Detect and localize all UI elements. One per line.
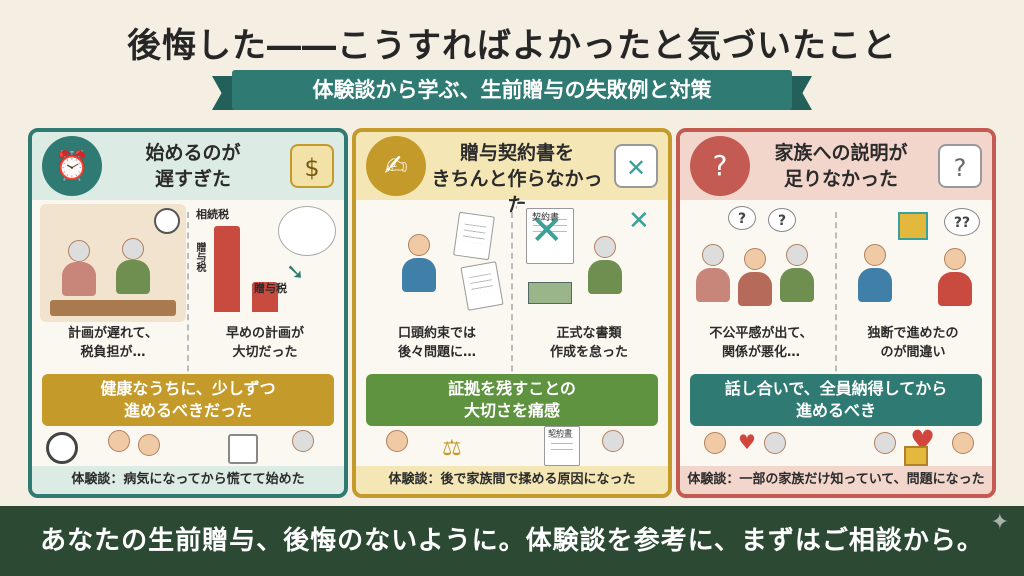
gift-box-icon (898, 212, 928, 240)
thought-bubble (278, 206, 336, 256)
card-header: ✍ 贈与契約書を きちんと作らなかった ✕ (356, 132, 668, 216)
stopwatch-icon (46, 432, 78, 464)
chart-label-gift-tax: 贈与税 (194, 242, 205, 272)
card-family-explanation: ? 家族への説明が 足りなかった ? ? ? ?? 不公平感が出て、 関係が悪化… (676, 128, 996, 498)
calendar-icon (228, 434, 258, 464)
crossed-contract-icon: ✕ (614, 144, 658, 188)
scales-icon: ⚖ (442, 436, 462, 461)
sparkle-icon: ✦ (990, 510, 1010, 535)
footnote: 体験談：一部の家族だけ知っていて、問題になった (680, 466, 992, 494)
lesson-band: 健康なうちに、少しずつ 進めるべきだった (42, 374, 334, 426)
question-bubble-icon: ? (768, 208, 796, 232)
down-arrow-icon: ➘ (286, 260, 305, 285)
short-bar (252, 282, 278, 312)
paper-icon (460, 261, 504, 311)
lesson-band: 証拠を残すことの 大切さを痛感 (366, 374, 658, 426)
paper-icon (453, 211, 495, 261)
contract-label: 契約書 (532, 213, 560, 223)
illustration-confused-family: ? ? (688, 204, 834, 322)
illustration-verbal-promise (364, 204, 510, 322)
footnote: 体験談：後で家族間で揉める原因になった (356, 466, 668, 494)
subtitle: 体験談から学ぶ、生前贈与の失敗例と対策 (232, 70, 792, 110)
illustration-family (42, 430, 334, 468)
card-title: 贈与契約書を きちんと作らなかった (431, 142, 603, 216)
caption-left: 計画が遅れて、 税負担が… (68, 326, 158, 360)
card-title: 始めるのが 遅すぎた (145, 142, 241, 190)
footer-message: あなたの生前贈与、後悔のないように。体験談を参考に、まずはご相談から。 (40, 526, 984, 556)
card-header: ⏰ 始めるのが 遅すぎた $ (32, 132, 344, 200)
illustration-regret: ⚖ 契約書 (366, 426, 658, 468)
divider (835, 212, 837, 402)
lesson-band: 話し合いで、全員納得してから 進めるべき (690, 374, 982, 426)
crossed-contract-doc (526, 208, 574, 264)
heart-icon: ♥ (738, 430, 756, 454)
caption-left: 不公平感が出て、 関係が悪化… (709, 326, 813, 360)
question-bubble-icon: ? (938, 144, 982, 188)
chart-label-gift-tax-2: 贈与税 (254, 282, 287, 295)
footnote: 体験談：病気になってから慌てて始めた (32, 466, 344, 494)
question-bubble-icon: ?? (944, 208, 980, 236)
document-pen-icon: ✍ (366, 136, 426, 196)
card-title: 家族への説明が 足りなかった (774, 142, 908, 190)
contract-doc (544, 426, 580, 466)
footer-banner: あなたの生前贈与、後悔のないように。体験談を参考に、まずはご相談から。 ✦ (0, 506, 1024, 576)
question-family-icon: ? (690, 136, 750, 196)
x-mark-icon: ✕ (628, 206, 650, 236)
illustration-missing-documents: 契約書 ✕ ✕ (516, 204, 662, 322)
divider (511, 212, 513, 402)
illustration-tax-chart: 相続税 贈与税 贈与税 ➘ (192, 204, 338, 322)
illustration-happy-family: ♥ ♥ (690, 424, 982, 468)
card-no-contract: ✍ 贈与契約書を きちんと作らなかった ✕ 契約書 ✕ ✕ 口頭約束では 後々問… (352, 128, 672, 498)
subtitle-ribbon: 体験談から学ぶ、生前贈与の失敗例と対策 (212, 70, 812, 110)
x-mark-icon: ✕ (530, 208, 564, 254)
cash-stack-icon (528, 282, 572, 304)
caption-left: 口頭約束では 後々問題に… (397, 326, 476, 360)
divider (187, 212, 189, 402)
illustration-gift-conflict: ?? (840, 204, 986, 322)
tall-bar (214, 226, 240, 312)
money-bag-icon: $ (290, 144, 334, 188)
alarm-clock-icon: ⏰ (42, 136, 102, 196)
illustration-worried-couple (40, 204, 186, 322)
contract-label: 契約書 (548, 429, 572, 438)
question-bubble-icon: ? (728, 206, 756, 230)
caption-right: 独断で進めたの のが間違い (867, 326, 959, 360)
wall-clock-icon (154, 208, 180, 234)
card-late-start: ⏰ 始めるのが 遅すぎた $ 相続税 贈与税 贈与税 ➘ 計画が遅れて、 税負担… (28, 128, 348, 498)
chart-label-inheritance-tax: 相続税 (196, 208, 229, 221)
caption-right: 早めの計画が 大切だった (225, 326, 304, 360)
gift-box-icon (904, 446, 928, 466)
card-header: ? 家族への説明が 足りなかった ? (680, 132, 992, 200)
page-title: 後悔した――こうすればよかったと気づいたこと (127, 26, 897, 66)
caption-right: 正式な書類 作成を怠った (549, 326, 628, 360)
